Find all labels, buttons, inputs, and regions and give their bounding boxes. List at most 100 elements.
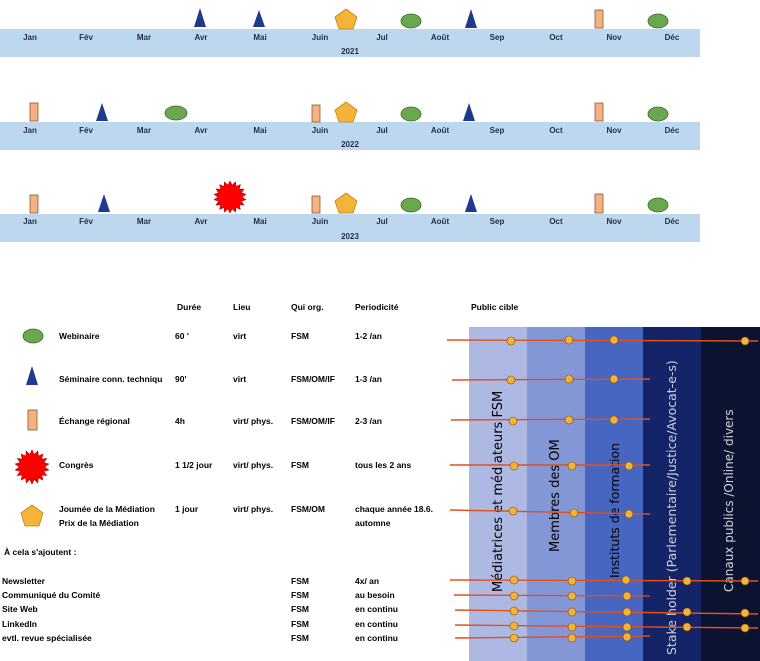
dot	[567, 461, 577, 471]
dot	[509, 591, 519, 601]
additional-organizer: FSM	[291, 619, 309, 629]
timeline-events	[29, 8, 669, 214]
webinar-marker	[400, 106, 422, 122]
day-legend-icon	[20, 504, 44, 527]
row-place: virt	[233, 374, 247, 384]
month-label: Mai	[253, 33, 267, 42]
exchange-marker	[29, 194, 39, 214]
congress-marker	[213, 180, 247, 214]
seminar-marker	[253, 10, 265, 27]
audience-column-members	[527, 327, 585, 661]
webinar-marker	[400, 197, 422, 213]
timeline-bar	[0, 214, 700, 242]
seminar-marker	[463, 103, 475, 121]
additional-label: Site Web	[2, 604, 38, 614]
month-label: Mai	[253, 126, 267, 135]
header-duration: Durée	[177, 302, 202, 312]
month-label: Avr	[194, 33, 208, 42]
timeline-bar	[0, 122, 700, 150]
webinar-marker	[647, 13, 669, 29]
dot	[506, 336, 516, 346]
dot	[622, 632, 632, 642]
additional-frequency: au besoin	[355, 590, 395, 600]
dot	[609, 335, 619, 345]
month-label: Déc	[664, 33, 680, 42]
dot	[740, 608, 750, 618]
additional-organizer: FSM	[291, 633, 309, 643]
line-newsletter	[449, 579, 759, 582]
congress-legend-icon	[14, 449, 50, 485]
exchange-marker	[594, 9, 604, 29]
month-label: Nov	[606, 217, 622, 226]
dot	[509, 621, 519, 631]
header-audience: Public cible	[471, 302, 519, 312]
additional-frequency: en continu	[355, 604, 398, 614]
dot	[609, 415, 619, 425]
month-label: Jan	[23, 33, 37, 42]
dot	[682, 622, 692, 632]
dot	[564, 415, 574, 425]
year-label: 2022	[341, 140, 359, 149]
row-frequency: tous les 2 ans	[355, 460, 412, 470]
audience-column-stakeholders	[643, 327, 701, 661]
additional-label: LinkedIn	[2, 619, 37, 629]
exchange-marker	[594, 193, 604, 214]
month-label: Août	[430, 217, 450, 226]
dot	[682, 576, 692, 586]
dot	[622, 622, 632, 632]
month-label: Sep	[489, 33, 505, 42]
month-label: Nov	[606, 33, 622, 42]
row-label: Séminaire conn. techniqu	[59, 374, 163, 384]
seminar-marker	[194, 8, 206, 27]
row-duration: 90'	[175, 374, 187, 384]
exchange-marker	[311, 195, 321, 214]
row-label: Webinaire	[59, 331, 100, 341]
additional-heading: À cela s'ajoutent :	[4, 547, 77, 557]
line-seminar	[451, 378, 651, 381]
month-label: Juin	[311, 126, 329, 135]
month-label: Août	[430, 33, 450, 42]
dot	[567, 633, 577, 643]
dot	[682, 607, 692, 617]
additional-label: Newsletter	[2, 576, 45, 586]
legend-shapes	[14, 328, 50, 527]
dot	[509, 461, 519, 471]
day-marker	[334, 192, 358, 214]
exchange-marker	[29, 102, 39, 122]
month-label: Mar	[136, 217, 152, 226]
month-label: Jul	[376, 33, 388, 42]
webinar-marker	[164, 105, 188, 121]
row-label: Échange régional	[59, 416, 130, 426]
month-label: Avr	[194, 217, 208, 226]
additional-organizer: FSM	[291, 576, 309, 586]
month-label: Sep	[489, 217, 505, 226]
dot	[567, 591, 577, 601]
row-organizer: FSM/OM/IF	[291, 374, 335, 384]
year-label: 2023	[341, 232, 359, 241]
webinar-marker	[647, 197, 669, 213]
dot	[567, 622, 577, 632]
row-duration: 1 1/2 jour	[175, 460, 213, 470]
webinar-marker	[400, 13, 422, 29]
row-label-secondary: Prix de la Médiation	[59, 518, 139, 528]
month-label: Déc	[664, 217, 680, 226]
month-label: Juin	[311, 33, 329, 42]
seminar-marker	[465, 9, 477, 28]
dot	[567, 607, 577, 617]
row-organizer: FSM/OM/IF	[291, 416, 335, 426]
month-label: Oct	[549, 126, 563, 135]
dot	[508, 506, 518, 516]
dot	[624, 461, 634, 471]
additional-label: evtl. revue spécialisée	[2, 633, 92, 643]
row-organizer: FSM/OM	[291, 504, 325, 514]
line-communique	[453, 594, 651, 597]
seminar-marker	[96, 103, 108, 121]
month-label: Avr	[194, 126, 208, 135]
row-frequency: 1-2 /an	[355, 331, 382, 341]
dot	[508, 416, 518, 426]
dot	[564, 374, 574, 384]
seminar-marker	[98, 194, 110, 212]
dot	[740, 336, 750, 346]
month-label: Jan	[23, 126, 37, 135]
month-label: Jul	[376, 217, 388, 226]
